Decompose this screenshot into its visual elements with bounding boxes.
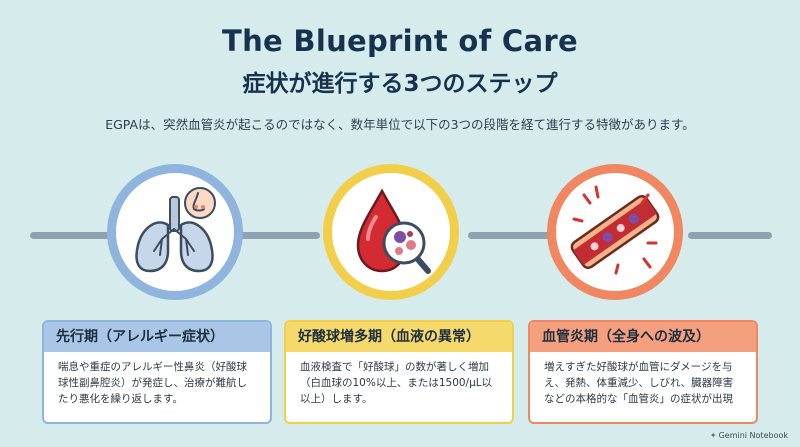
- step2-body: 血液検査で「好酸球」の数が著しく増加 （白血球の10%以上、または1500/μL…: [286, 352, 512, 407]
- step2-line: （白血球の10%以上、または1500/μL以: [300, 377, 493, 389]
- step1-body: 喘息や重症のアレルギー性鼻炎（好酸球 球性副鼻腔炎）が発症し、治療が難航し たり…: [44, 352, 270, 407]
- sparkle-icon: ✦: [709, 431, 717, 440]
- step3-card: 血管炎期（全身への波及） 増えすぎた好酸球が血管にダメージを与 え、発熱、体重減…: [528, 320, 758, 424]
- page-title: The Blueprint of Care: [222, 24, 578, 58]
- step3-heading: 血管炎期（全身への波及）: [530, 322, 756, 352]
- page-subtitle: 症状が進行する3つのステップ: [242, 71, 558, 97]
- step2-line: 血液検査で「好酸球」の数が著しく増加: [300, 361, 489, 373]
- step1-circle: [107, 164, 243, 300]
- lungs-nose-icon: [135, 187, 216, 273]
- blood-drop-magnifier-icon: [356, 188, 431, 274]
- step2-heading: 好酸球増多期（血液の異常）: [286, 322, 512, 352]
- step3-circle: [547, 164, 683, 300]
- lead-text: EGPAは、突然血管炎が起こるのではなく、数年単位で以下の3つの段階を経て進行す…: [105, 117, 695, 132]
- footer-badge: ✦Gemini Notebook: [710, 431, 788, 440]
- step3-line: 増えすぎた好酸球が血管にダメージを与: [544, 361, 733, 373]
- step3-body: 増えすぎた好酸球が血管にダメージを与 え、発熱、体重減少、しびれ、臓器障害 など…: [530, 352, 756, 407]
- step2-card: 好酸球増多期（血液の異常） 血液検査で「好酸球」の数が著しく増加 （白血球の10…: [284, 320, 514, 424]
- step2-line: 以上）します。: [300, 393, 373, 405]
- step1-line: 喘息や重症のアレルギー性鼻炎（好酸球: [58, 361, 247, 373]
- inflamed-blood-vessel-icon: [570, 185, 660, 275]
- step1-heading: 先行期（アレルギー症状）: [44, 322, 270, 352]
- step2-circle: [323, 164, 459, 300]
- step1-line: たり悪化を繰り返します。: [58, 393, 183, 405]
- badge-label: Gemini Notebook: [718, 431, 788, 440]
- step1-card: 先行期（アレルギー症状） 喘息や重症のアレルギー性鼻炎（好酸球 球性副鼻腔炎）が…: [42, 320, 272, 424]
- connector-2-3: [468, 232, 554, 239]
- connector-right: [688, 232, 772, 239]
- connector-1-2: [240, 232, 320, 239]
- step3-line: え、発熱、体重減少、しびれ、臓器障害: [544, 377, 734, 389]
- connector-left: [30, 232, 110, 239]
- step3-line: などの本格的な「血管炎」の症状が出現: [544, 393, 733, 405]
- step1-line: 球性副鼻腔炎）が発症し、治療が難航し: [58, 377, 247, 389]
